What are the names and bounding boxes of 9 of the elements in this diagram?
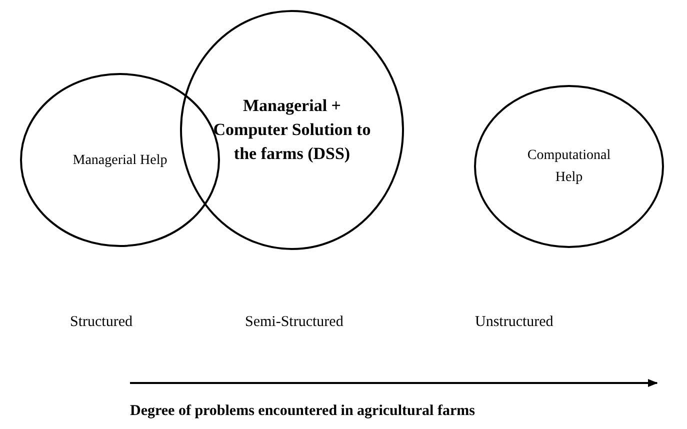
ellipse-node: [474, 85, 664, 248]
axis-caption: Degree of problems encountered in agricultural farms: [130, 402, 475, 421]
scale-label: Structured: [70, 313, 132, 332]
node-text: Managerial + Computer Solution to the farms (DSS): [212, 95, 372, 165]
node-text: Computational Help: [526, 146, 612, 186]
scale-label: Semi-Structured: [245, 313, 344, 332]
node-text: Managerial Help: [72, 152, 168, 170]
scale-label: Unstructured: [475, 313, 554, 332]
ellipse-node: [180, 10, 404, 250]
